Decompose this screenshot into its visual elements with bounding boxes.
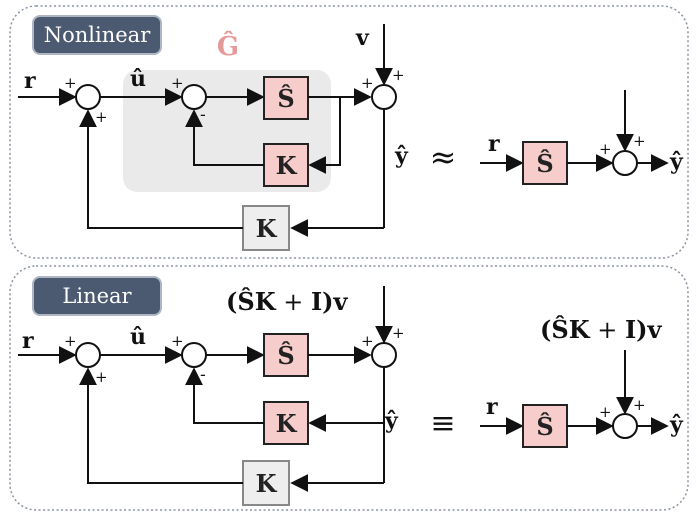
- outer-sum-plus-bottom: +: [95, 108, 108, 126]
- dist-left-i: I: [311, 287, 322, 316]
- lin-right-y-hat-label: ŷ: [669, 412, 684, 438]
- lin-output-sum-plus-left: +: [361, 332, 374, 350]
- dist-left-v: v: [333, 287, 349, 316]
- nonlinear-panel: Nonlinear Ĝ r + + û + - Ŝ + + v K: [9, 5, 689, 259]
- right-y-hat-label: ŷ: [669, 149, 684, 175]
- right-r-label: r: [488, 131, 500, 157]
- v-label: v: [355, 25, 370, 51]
- right-sum-junction: [612, 150, 638, 176]
- k-outer-block: K: [242, 205, 290, 251]
- lin-r-label: r: [22, 328, 34, 354]
- lin-k-inner-block: K: [263, 401, 309, 445]
- right-sum-plus-left: +: [599, 140, 612, 158]
- linear-tag: Linear: [32, 276, 162, 316]
- lin-k-inner-block-label: K: [276, 409, 298, 438]
- right-s-hat-block-label: Ŝ: [536, 149, 553, 178]
- dist-left-op: +: [276, 288, 311, 316]
- dist-left-k: K: [255, 287, 277, 316]
- lin-k-outer-block: K: [242, 460, 290, 506]
- g-hat-label: Ĝ: [217, 30, 239, 62]
- lin-outer-sum-plus-left: +: [64, 332, 77, 350]
- dist-right-open: (: [540, 315, 551, 344]
- linear-panel: Linear (ŜK + I)v (ŜK + I)v r + + û + - Ŝ…: [9, 265, 689, 511]
- nonlinear-tag: Nonlinear: [32, 15, 162, 55]
- dist-left-close: ): [322, 287, 333, 316]
- inner-sum-minus: -: [200, 105, 206, 125]
- lin-u-hat-label: û: [130, 324, 146, 350]
- nonlinear-tag-label: Nonlinear: [44, 23, 151, 47]
- k-outer-block-label: K: [256, 214, 278, 243]
- equiv-symbol: ≡: [430, 406, 455, 441]
- lin-output-sum-plus-top: +: [392, 324, 405, 342]
- lin-s-hat-block-label: Ŝ: [277, 341, 294, 370]
- lin-y-hat-label: ŷ: [384, 408, 399, 434]
- lin-inner-sum-minus: -: [200, 365, 206, 385]
- u-hat-label: û: [130, 66, 146, 92]
- lin-outer-sum-junction: [75, 342, 101, 368]
- disturbance-label-left: (ŜK + I)v: [226, 287, 349, 316]
- lin-outer-sum-plus-bottom: +: [95, 368, 108, 386]
- lin-outer-k-to-sum-line: [79, 367, 243, 484]
- output-sum-junction: [371, 84, 397, 110]
- lin-inner-sum-junction: [181, 342, 207, 368]
- dist-left-open: (: [226, 287, 237, 316]
- dist-left-s: Ŝ: [237, 287, 254, 316]
- output-sum-plus-left: +: [361, 74, 374, 92]
- outer-k-to-sum-line: [79, 109, 243, 229]
- dist-right-v: v: [647, 315, 663, 344]
- dist-right-i: I: [625, 315, 636, 344]
- dist-right-close: ): [636, 315, 647, 344]
- lin-right-r-label: r: [486, 394, 498, 420]
- lin-output-sum-junction: [371, 342, 397, 368]
- output-sum-plus-top: +: [392, 66, 405, 84]
- s-hat-block-label: Ŝ: [277, 84, 294, 113]
- approx-symbol: ≈: [430, 138, 457, 176]
- k-inner-block-label: K: [276, 151, 298, 180]
- nonlinear-panel-border: [9, 5, 689, 259]
- linear-panel-border: [9, 265, 689, 511]
- s-hat-block: Ŝ: [263, 76, 309, 120]
- lin-k-outer-block-label: K: [256, 469, 278, 498]
- inner-sum-plus: +: [171, 74, 184, 92]
- inner-k-to-sum-line: [185, 109, 264, 166]
- disturbance-label-right: (ŜK + I)v: [540, 315, 663, 344]
- lin-inner-k-to-sum-line: [185, 367, 264, 424]
- right-sum-plus-top: +: [633, 132, 646, 150]
- lin-s-hat-block: Ŝ: [263, 333, 309, 377]
- dist-right-k: K: [569, 315, 591, 344]
- k-inner-block: K: [263, 143, 309, 187]
- inner-feedback-line: [308, 97, 341, 174]
- lin-right-sum-plus-left: +: [599, 403, 612, 421]
- lin-inner-sum-plus: +: [171, 332, 184, 350]
- lin-right-sum-plus-top: +: [633, 396, 646, 414]
- lin-right-sum-junction: [612, 413, 638, 439]
- lin-right-s-hat-block: Ŝ: [522, 404, 568, 448]
- outer-sum-plus-left: +: [64, 74, 77, 92]
- outer-sum-junction: [75, 84, 101, 110]
- lin-right-s-hat-block-label: Ŝ: [536, 412, 553, 441]
- right-s-hat-block: Ŝ: [522, 141, 568, 185]
- linear-tag-label: Linear: [62, 284, 132, 308]
- r-label: r: [24, 68, 36, 94]
- y-hat-label: ŷ: [394, 143, 409, 169]
- dist-right-s: Ŝ: [551, 315, 568, 344]
- dist-right-op: +: [590, 316, 625, 344]
